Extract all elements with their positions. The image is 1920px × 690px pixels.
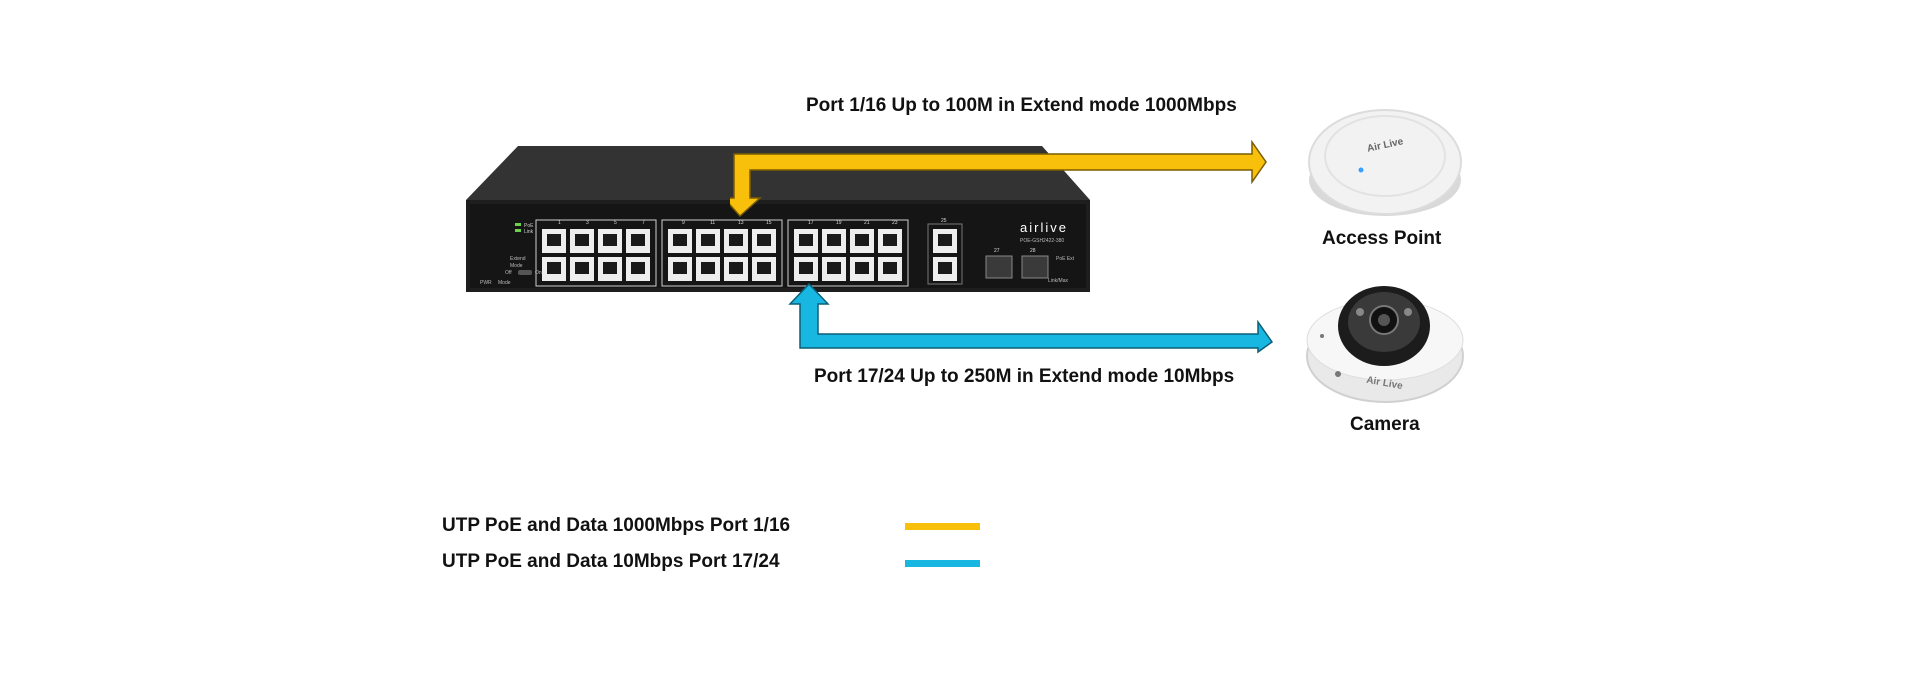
mode-bottom-label: Mode (498, 280, 511, 286)
rj45-port-socket (631, 234, 645, 246)
extend-toggle[interactable] (518, 270, 532, 275)
rj45-port-socket (827, 234, 841, 246)
mode-label: Mode (510, 263, 523, 269)
legend-swatch-extend (905, 560, 980, 567)
rj45-port-socket (673, 234, 687, 246)
pwr-label: PWR (480, 280, 492, 286)
rj45-port-socket (631, 262, 645, 274)
port-number: 9 (682, 220, 685, 226)
led-label-link: Link (524, 229, 534, 235)
bottom-path-label: Port 17/24 Up to 250M in Extend mode 10M… (814, 366, 1235, 387)
access-point-icon: Air Live (1308, 109, 1462, 216)
switch-model: POE-GSH2422-380 (1020, 238, 1064, 244)
rj45-port-socket (883, 262, 897, 274)
rj45-port-socket (603, 262, 617, 274)
extend-label: Extend (510, 256, 526, 262)
port-number: 19 (836, 220, 842, 226)
network-switch: PoE Link Extend Mode Off On PWR Mode 1 3… (466, 146, 1090, 292)
port-group-1 (535, 219, 657, 287)
rj45-port-socket (799, 262, 813, 274)
rj45-port-socket (938, 262, 952, 274)
sfp-slot-28[interactable] (1021, 255, 1049, 279)
access-point-label: Access Point (1322, 228, 1442, 249)
port-number: 23 (892, 220, 898, 226)
rj45-port-socket (575, 262, 589, 274)
poe-led (515, 223, 521, 226)
link-led (515, 229, 521, 232)
camera-label: Camera (1350, 414, 1420, 435)
port-number: 25 (941, 218, 947, 224)
extend-path-arrow (788, 282, 1274, 354)
extend-path (788, 282, 1274, 354)
rj45-port-socket (701, 234, 715, 246)
rj45-port-socket (827, 262, 841, 274)
rj45-port-socket (855, 262, 869, 274)
rj45-port-socket (547, 262, 561, 274)
port-number: 17 (808, 220, 814, 226)
sfp-number: 27 (994, 248, 1000, 254)
legend-text-gigabit: UTP PoE and Data 1000Mbps Port 1/16 (442, 515, 791, 536)
port-number: 5 (614, 220, 617, 226)
port-number: 13 (738, 220, 744, 226)
port-number: 11 (710, 220, 715, 226)
rj45-port-socket (729, 234, 743, 246)
rj45-port-socket (701, 262, 715, 274)
rj45-port-socket (855, 234, 869, 246)
rj45-port-socket (757, 234, 771, 246)
rj45-port-socket (883, 234, 897, 246)
gigabit-path-arrow (730, 140, 1267, 218)
port-group-4 (927, 223, 963, 285)
led-label-poe: PoE (524, 223, 534, 229)
rj45-port-socket (799, 234, 813, 246)
ap-status-led (1358, 167, 1364, 173)
rj45-port-socket (547, 234, 561, 246)
rj45-port-socket (575, 234, 589, 246)
port-group-3 (787, 219, 909, 287)
legend-text-extend: UTP PoE and Data 10Mbps Port 17/24 (442, 551, 780, 572)
rj45-port-socket (673, 262, 687, 274)
port-number: 7 (642, 220, 645, 226)
camera-icon: Air Live (1306, 286, 1464, 403)
legend-swatch-gigabit (905, 523, 980, 530)
gigabit-path (730, 140, 1267, 218)
poe-ext-label: PoE Ext (1056, 256, 1075, 262)
rj45-port-socket (938, 234, 952, 246)
rj45-ports (542, 229, 957, 281)
port-number: 21 (864, 220, 870, 226)
off-label: Off (505, 270, 512, 276)
top-path-label: Port 1/16 Up to 100M in Extend mode 1000… (806, 95, 1237, 116)
rj45-port-socket (757, 262, 771, 274)
link-max-label: Link/Max (1048, 278, 1069, 284)
port-number: 1 (558, 220, 561, 226)
port-group-2 (661, 219, 783, 287)
switch-brand: airlive (1020, 220, 1068, 235)
rj45-port-socket (729, 262, 743, 274)
rj45-port-socket (603, 234, 617, 246)
sfp-slot-27[interactable] (985, 255, 1013, 279)
on-label: On (535, 270, 542, 276)
sfp-number: 28 (1030, 248, 1036, 254)
port-number: 3 (586, 220, 589, 226)
port-number: 15 (766, 220, 772, 226)
